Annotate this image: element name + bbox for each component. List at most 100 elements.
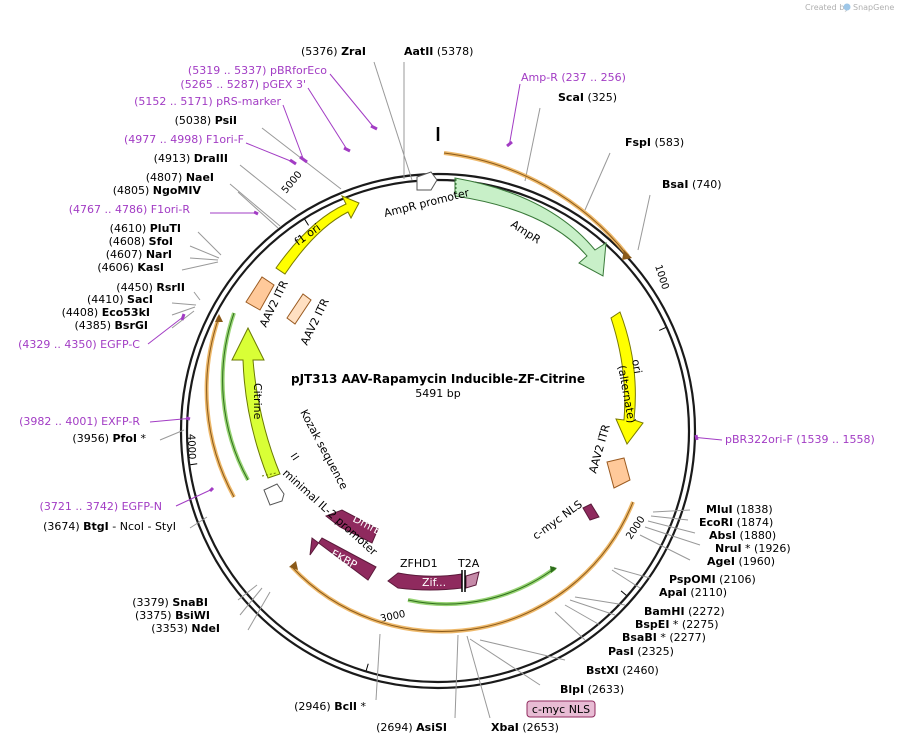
- site-leader-line: [375, 633, 381, 701]
- zfhd1-label: ZFHD1: [400, 557, 438, 570]
- site-leader-line: [189, 516, 208, 529]
- aav2-itr-left-1[interactable]: [245, 276, 275, 311]
- citrine-green-arc-line: [222, 312, 249, 481]
- restriction-site-label[interactable]: (4608) SfoI: [109, 235, 173, 248]
- restriction-site-label[interactable]: (4450) RsrII: [116, 281, 185, 294]
- restriction-site-label[interactable]: PspOMI (2106): [669, 573, 756, 586]
- dmrb-feature-arrow[interactable]: [324, 509, 379, 544]
- cds-arc-line: [291, 501, 634, 632]
- ampr-arc-line: [443, 152, 629, 257]
- site-leader-line: [569, 599, 616, 616]
- primer-label[interactable]: (4767 .. 4786) F1ori-R: [69, 203, 191, 216]
- restriction-site-label[interactable]: XbaI (2653): [491, 721, 559, 734]
- tick-label: 3000: [379, 609, 406, 625]
- site-leader-line: [373, 61, 413, 181]
- restriction-site-label[interactable]: (3674) BtgI - NcoI - StyI: [43, 520, 176, 533]
- site-leader-line: [466, 635, 491, 719]
- site-leader-line: [189, 245, 220, 259]
- restriction-site-label[interactable]: (3375) BsiWI: [135, 609, 210, 622]
- primer-label[interactable]: (4329 .. 4350) EGFP-C: [18, 338, 140, 351]
- restriction-site-label[interactable]: MluI (1838): [706, 503, 773, 516]
- credit-text: Created by: [805, 3, 849, 12]
- restriction-site-label[interactable]: (5038) PsiI: [175, 114, 237, 127]
- site-leader-line: [564, 604, 601, 626]
- primer-label[interactable]: pBR322ori-F (1539 .. 1558): [725, 433, 875, 446]
- ampr-promoter-arrow[interactable]: [416, 171, 438, 191]
- backbone-inner-ring: [185, 178, 691, 684]
- primer-label[interactable]: (3982 .. 4001) EXFP-R: [19, 415, 140, 428]
- restriction-site-label[interactable]: BspEI * (2275): [635, 618, 719, 631]
- restriction-site-label[interactable]: (4913) DraIII: [154, 152, 228, 165]
- primer-label[interactable]: Amp-R (237 .. 256): [521, 71, 626, 84]
- site-leader-line: [479, 639, 566, 661]
- restriction-site-label[interactable]: (4408) Eco53kI: [62, 306, 150, 319]
- primer-leader-line: [307, 87, 348, 150]
- min-il2-promoter-arrow[interactable]: [263, 483, 285, 506]
- restriction-site-label[interactable]: (3353) NdeI: [151, 622, 220, 635]
- restriction-site-label[interactable]: (3956) PfoI *: [72, 432, 146, 445]
- site-leader-line: [584, 152, 611, 211]
- restriction-site-label[interactable]: (4805) NgoMIV: [113, 184, 202, 197]
- restriction-site-label[interactable]: (4607) NarI: [106, 248, 172, 261]
- site-leader-line: [652, 509, 691, 513]
- cds-arc-arrowhead: [289, 561, 298, 570]
- site-leader-line: [524, 107, 541, 182]
- restriction-site-label[interactable]: ApaI (2110): [659, 586, 727, 599]
- citrine-orange-arc-line: [206, 316, 235, 498]
- tick-label: 1000: [652, 264, 670, 292]
- site-leader-line: [181, 261, 219, 271]
- restriction-site-label[interactable]: NruI * (1926): [715, 542, 791, 555]
- ori-feature-arrow[interactable]: [610, 311, 644, 445]
- citrine-feature-arrow[interactable]: [231, 326, 281, 479]
- site-leader-line: [554, 611, 586, 641]
- restriction-site-label[interactable]: (4606) KasI: [97, 261, 164, 274]
- restriction-site-label[interactable]: (2946) BclI *: [294, 700, 366, 713]
- restriction-site-label[interactable]: (5376) ZraI: [301, 45, 366, 58]
- restriction-site-label[interactable]: FspI (583): [625, 136, 684, 149]
- restriction-site-label[interactable]: (4807) NaeI: [146, 171, 214, 184]
- cmyc-nls-feature[interactable]: [582, 503, 600, 521]
- site-leader-line: [637, 194, 651, 251]
- restriction-site-label[interactable]: (4410) SacI: [87, 293, 153, 306]
- site-leader-line: [237, 584, 258, 601]
- kozak-label: Kozak sequence: [297, 407, 350, 492]
- citrine-orange-arc: [204, 316, 236, 498]
- primer-label[interactable]: (5152 .. 5171) pRS-marker: [134, 95, 281, 108]
- citrine-label: Citrine: [251, 383, 264, 420]
- restriction-site-label[interactable]: ScaI (325): [558, 91, 617, 104]
- aav2-itr-right[interactable]: [606, 457, 631, 489]
- ampr-feature-arrow[interactable]: [454, 177, 607, 277]
- ori-label: ori: [629, 358, 644, 374]
- restriction-site-label[interactable]: (2694) AsiSI: [376, 721, 447, 734]
- site-leader-line: [611, 569, 641, 589]
- zf-green-arc-line: [407, 567, 556, 605]
- primer-label[interactable]: (3721 .. 3742) EGFP-N: [40, 500, 162, 513]
- aav2-itr-left-2[interactable]: [286, 293, 312, 325]
- primer-label[interactable]: (5265 .. 5287) pGEX 3': [180, 78, 306, 91]
- restriction-site-label[interactable]: AgeI (1960): [707, 555, 775, 568]
- restriction-site-label[interactable]: (3379) SnaBI: [132, 596, 208, 609]
- tick-mark: [659, 327, 666, 331]
- cmyc-nls-callout[interactable]: [526, 700, 596, 718]
- restriction-site-label[interactable]: AbsI (1880): [709, 529, 776, 542]
- tick-mark: [190, 463, 198, 466]
- fkbp-feature-arrow[interactable]: [309, 537, 377, 581]
- restriction-site-label[interactable]: (4610) PluTI: [110, 222, 181, 235]
- primer-leader-line: [696, 437, 723, 441]
- t2a-feature[interactable]: [465, 571, 480, 589]
- restriction-site-label[interactable]: BamHI (2272): [644, 605, 725, 618]
- restriction-site-label[interactable]: BstXI (2460): [586, 664, 659, 677]
- restriction-site-label[interactable]: (4385) BsrGI: [74, 319, 148, 332]
- site-leader-line: [239, 587, 263, 616]
- restriction-site-label[interactable]: BlpI (2633): [560, 683, 624, 696]
- restriction-site-label[interactable]: EcoRI (1874): [699, 516, 773, 529]
- primer-label[interactable]: (5319 .. 5337) pBRforEco: [188, 64, 327, 77]
- restriction-site-label[interactable]: BsaI (740): [662, 178, 722, 191]
- restriction-site-label[interactable]: PasI (2325): [608, 645, 674, 658]
- f1-ori-feature-arrow[interactable]: [275, 195, 360, 275]
- primer-label[interactable]: (4977 .. 4998) F1ori-F: [124, 133, 244, 146]
- primer-leader-line: [282, 104, 304, 160]
- restriction-site-label[interactable]: BsaBI * (2277): [622, 631, 706, 644]
- restriction-site-label[interactable]: AatII (5378): [404, 45, 473, 58]
